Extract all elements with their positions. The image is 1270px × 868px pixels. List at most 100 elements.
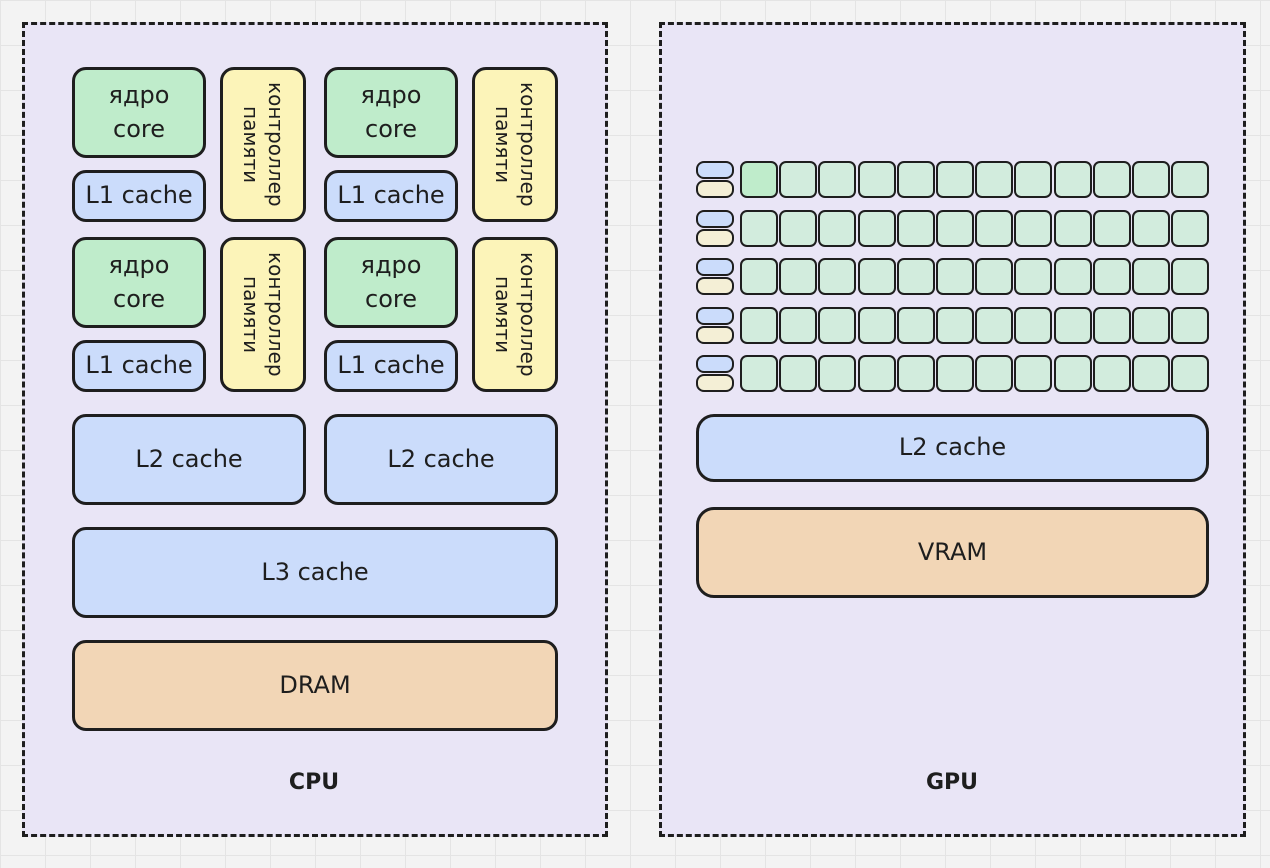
gpu-core-cell <box>896 355 935 392</box>
gpu-sm-local-memory <box>696 180 734 198</box>
cpu-dram: DRAM <box>72 640 558 731</box>
gpu-sm-control-unit <box>696 355 734 373</box>
gpu-core-cell <box>818 355 857 392</box>
core-label-ru: ядро <box>360 80 422 109</box>
core-label-en: core <box>365 284 417 313</box>
gpu-sm-control-unit <box>696 306 734 325</box>
cpu-core-4: ядро core <box>324 237 458 328</box>
gpu-core-cell <box>779 258 818 295</box>
gpu-l2-cache: L2 cache <box>696 414 1209 482</box>
cpu-l1-cache-4: L1 cache <box>324 340 458 392</box>
gpu-core-cell <box>1014 355 1053 392</box>
gpu-core-cell <box>1171 209 1210 247</box>
l1-label: L1 cache <box>337 181 445 210</box>
cpu-core-2: ядро core <box>324 67 458 158</box>
cpu-memory-controller-1: контроллер памяти <box>220 67 306 222</box>
gpu-core-cell <box>975 258 1014 295</box>
cpu-core-1: ядро core <box>72 67 206 158</box>
l1-label: L1 cache <box>337 351 445 380</box>
memory-controller-label: контроллер памяти <box>491 82 540 207</box>
gpu-core-cell <box>936 306 974 344</box>
gpu-core-cell <box>936 209 974 247</box>
gpu-core-cell <box>1014 161 1053 198</box>
gpu-core-cell <box>1053 355 1092 392</box>
cpu-memory-controller-4: контроллер памяти <box>472 237 558 392</box>
l1-label: L1 cache <box>85 181 193 210</box>
gpu-core-cell <box>975 355 1014 392</box>
gpu-sm-local-memory <box>696 277 734 295</box>
gpu-core-cell <box>740 258 778 295</box>
gpu-title: GPU <box>925 770 979 795</box>
gpu-core-cell <box>896 161 935 198</box>
gpu-core-cell <box>1053 258 1092 295</box>
gpu-core-cell <box>1092 355 1131 392</box>
gpu-core-cell <box>1092 161 1131 198</box>
gpu-sm-local-memory <box>696 325 734 344</box>
gpu-vram: VRAM <box>696 507 1209 598</box>
gpu-core-cell <box>1053 306 1092 344</box>
memory-controller-label: контроллер памяти <box>491 252 540 377</box>
gpu-core-cell <box>857 355 896 392</box>
gpu-core-cell <box>740 355 778 392</box>
gpu-core-cell <box>1014 258 1053 295</box>
gpu-core-cell <box>1132 209 1170 247</box>
gpu-sm-control-unit <box>696 161 734 179</box>
gpu-core-cell <box>1171 258 1210 295</box>
gpu-core-cell <box>975 161 1014 198</box>
l3-label: L3 cache <box>261 557 369 586</box>
gpu-sm-local-memory <box>696 228 734 247</box>
gpu-core-cell <box>740 306 778 344</box>
cpu-memory-controller-3: контроллер памяти <box>220 237 306 392</box>
core-label-ru: ядро <box>360 250 422 279</box>
core-label-en: core <box>113 284 165 313</box>
gpu-core-cell <box>1092 306 1131 344</box>
gpu-core-cell <box>779 355 818 392</box>
gpu-sm-local-memory <box>696 374 734 392</box>
memory-controller-label: контроллер памяти <box>239 252 288 377</box>
gpu-core-cell <box>1171 161 1210 198</box>
gpu-core-cell <box>1132 306 1170 344</box>
gpu-core-cell <box>1014 306 1053 344</box>
gpu-sm-control-unit <box>696 258 734 276</box>
gpu-core-cell <box>779 209 818 247</box>
gpu-core-cell <box>975 306 1014 344</box>
cpu-l1-cache-2: L1 cache <box>324 170 458 222</box>
gpu-core-cell <box>936 258 974 295</box>
cpu-l3-cache: L3 cache <box>72 527 558 618</box>
core-label-ru: ядро <box>108 250 170 279</box>
core-label-en: core <box>113 114 165 143</box>
cpu-core-3: ядро core <box>72 237 206 328</box>
cpu-memory-controller-2: контроллер памяти <box>472 67 558 222</box>
gpu-core-cell <box>857 258 896 295</box>
gpu-core-cell <box>1171 355 1210 392</box>
gpu-core-cell <box>1053 161 1092 198</box>
gpu-core-cell <box>1132 355 1170 392</box>
gpu-core-cell <box>936 355 974 392</box>
gpu-core-cell <box>779 306 818 344</box>
cpu-l1-cache-1: L1 cache <box>72 170 206 222</box>
l2-label: L2 cache <box>898 433 1007 462</box>
core-label-en: core <box>365 114 417 143</box>
gpu-core-cell <box>818 306 857 344</box>
gpu-core-cell <box>896 306 935 344</box>
gpu-core-cell <box>740 161 778 198</box>
gpu-core-cell <box>896 258 935 295</box>
core-label-ru: ядро <box>108 80 170 109</box>
gpu-core-cell <box>857 161 896 198</box>
gpu-core-cell <box>857 209 896 247</box>
gpu-core-cell <box>1132 258 1170 295</box>
gpu-core-cell <box>818 161 857 198</box>
memory-controller-label: контроллер памяти <box>239 82 288 207</box>
gpu-core-cell <box>896 209 935 247</box>
gpu-core-cell <box>818 209 857 247</box>
cpu-l2-cache-left: L2 cache <box>72 414 306 505</box>
cpu-l2-cache-right: L2 cache <box>324 414 558 505</box>
gpu-core-cell <box>1092 258 1131 295</box>
dram-label: DRAM <box>279 670 351 699</box>
cpu-title: CPU <box>288 770 340 795</box>
gpu-core-cell <box>1171 306 1210 344</box>
gpu-sm-control-unit <box>696 209 734 228</box>
gpu-core-cell <box>1132 161 1170 198</box>
l1-label: L1 cache <box>85 351 193 380</box>
gpu-core-cell <box>818 258 857 295</box>
